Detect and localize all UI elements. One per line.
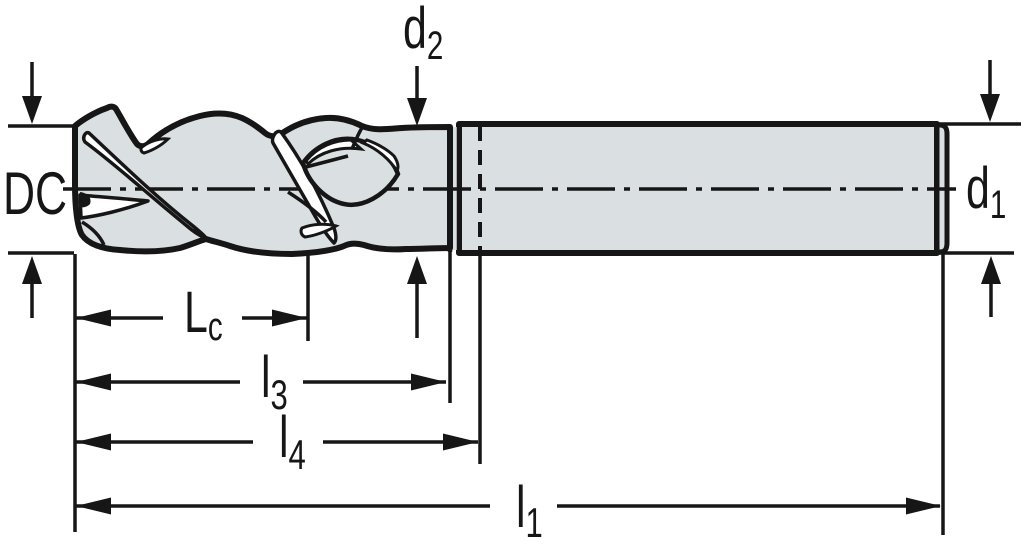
flute-details: [78, 125, 401, 246]
arrow-d2-top: [407, 66, 427, 126]
runout-highlight-right: [359, 138, 400, 175]
runout-tip-line: [305, 154, 349, 169]
runout-lower-line: [287, 190, 328, 224]
arrow-d1-bottom: [981, 256, 1001, 317]
runout-highlight-left: [304, 138, 366, 167]
label-l4: l4: [279, 405, 306, 478]
flute-gash-1: [82, 130, 208, 240]
diameter-arrows: [22, 60, 1001, 338]
label-lc: Lc: [184, 280, 223, 349]
label-dc: DC: [3, 161, 67, 228]
label-d2: d2: [403, 0, 443, 68]
dimension-l4: l4: [76, 405, 478, 478]
arrow-d2-bottom: [407, 256, 427, 338]
dimension-lc: Lc: [76, 280, 307, 349]
flute-runout-lens: [300, 136, 401, 207]
label-l3: l3: [261, 345, 288, 418]
flute-sliver-top: [139, 137, 172, 155]
label-d1: d1: [966, 156, 1006, 227]
runout-top-connector: [350, 125, 365, 150]
arrow-dc-top: [22, 62, 42, 124]
endface-wedge: [78, 193, 150, 220]
tool-body: [72, 103, 950, 257]
arrow-d1-top: [980, 60, 1000, 122]
dimension-l3: l3: [76, 345, 446, 418]
extension-lines: [8, 122, 1021, 535]
endface-center-tooth: [80, 192, 91, 208]
flute-sliver-bottom: [299, 222, 340, 239]
dimension-l1: l1: [76, 475, 941, 546]
endface-corner-line: [81, 220, 106, 246]
arrow-dc-bottom: [22, 256, 42, 318]
label-l1: l1: [516, 475, 543, 546]
